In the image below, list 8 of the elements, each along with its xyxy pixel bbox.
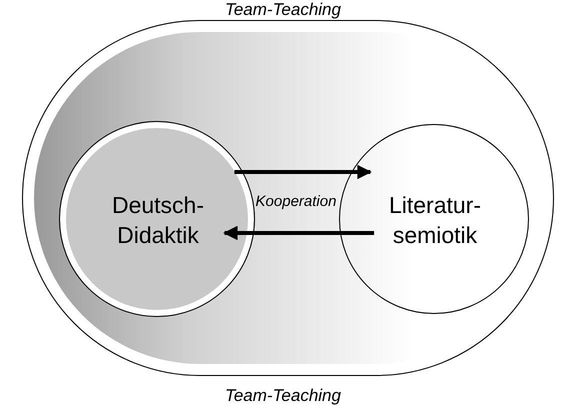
circle-label: Deutsch- Didaktik [110, 191, 206, 250]
circle-label: Literatur- semiotik [388, 191, 482, 250]
arrow [234, 164, 372, 180]
circle [339, 124, 529, 314]
text-label: Kooperation [256, 192, 336, 210]
frame-label: Team-Teaching [225, 386, 341, 406]
arrow [223, 226, 374, 240]
frame-label: Team-Teaching [225, 0, 341, 20]
